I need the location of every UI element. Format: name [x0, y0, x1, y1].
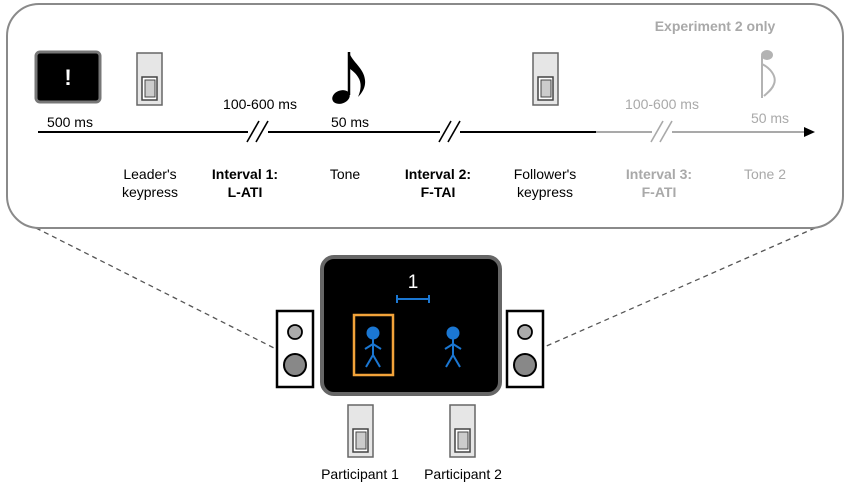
interval1-range-label: 100-600 ms — [223, 96, 297, 112]
tone2-label: Tone 2 — [743, 166, 787, 182]
follower-keypress-label: Follower's keypress — [513, 166, 577, 200]
stick-figure-icon — [364, 326, 382, 368]
stick-figure-icon — [444, 326, 462, 368]
keypress-button-icon — [136, 52, 163, 106]
leader-keypress-label: Leader's keypress — [121, 166, 179, 200]
cue-duration-label: 500 ms — [47, 114, 93, 130]
broken-axis-icon — [650, 120, 673, 143]
music-note-icon — [761, 50, 776, 98]
zoom-line-right — [541, 227, 816, 349]
tone-duration-label: 50 ms — [330, 114, 370, 130]
interval2-label: Interval 2: F-TAI — [404, 166, 472, 200]
keypress-button-icon — [347, 404, 374, 458]
tone-label: Tone — [329, 166, 361, 182]
leader-highlight-box — [352, 313, 395, 377]
interval3-label: Interval 3: F-ATI — [625, 166, 693, 200]
keypress-button-icon — [532, 52, 559, 106]
speaker-icon — [275, 309, 315, 389]
music-note-icon — [332, 52, 366, 104]
broken-axis-icon — [438, 120, 461, 143]
interval1-label: Interval 1: L-ATI — [211, 166, 279, 200]
zoom-line-left — [35, 227, 275, 349]
participant2-label: Participant 2 — [424, 466, 502, 482]
keypress-button-icon — [449, 404, 476, 458]
experiment2-label: Experiment 2 only — [654, 18, 776, 34]
warning-screen-icon — [34, 50, 102, 104]
timeline-callout-box — [6, 3, 844, 229]
leader-number: 1 — [407, 272, 419, 293]
interval3-range-label: 100-600 ms — [625, 96, 699, 112]
timeline-arrowhead — [804, 127, 815, 137]
broken-axis-icon — [246, 120, 269, 143]
warning-symbol: ! — [64, 65, 72, 90]
tone2-duration-label: 50 ms — [750, 110, 790, 126]
speaker-icon — [505, 309, 545, 389]
participant1-label: Participant 1 — [321, 466, 399, 482]
